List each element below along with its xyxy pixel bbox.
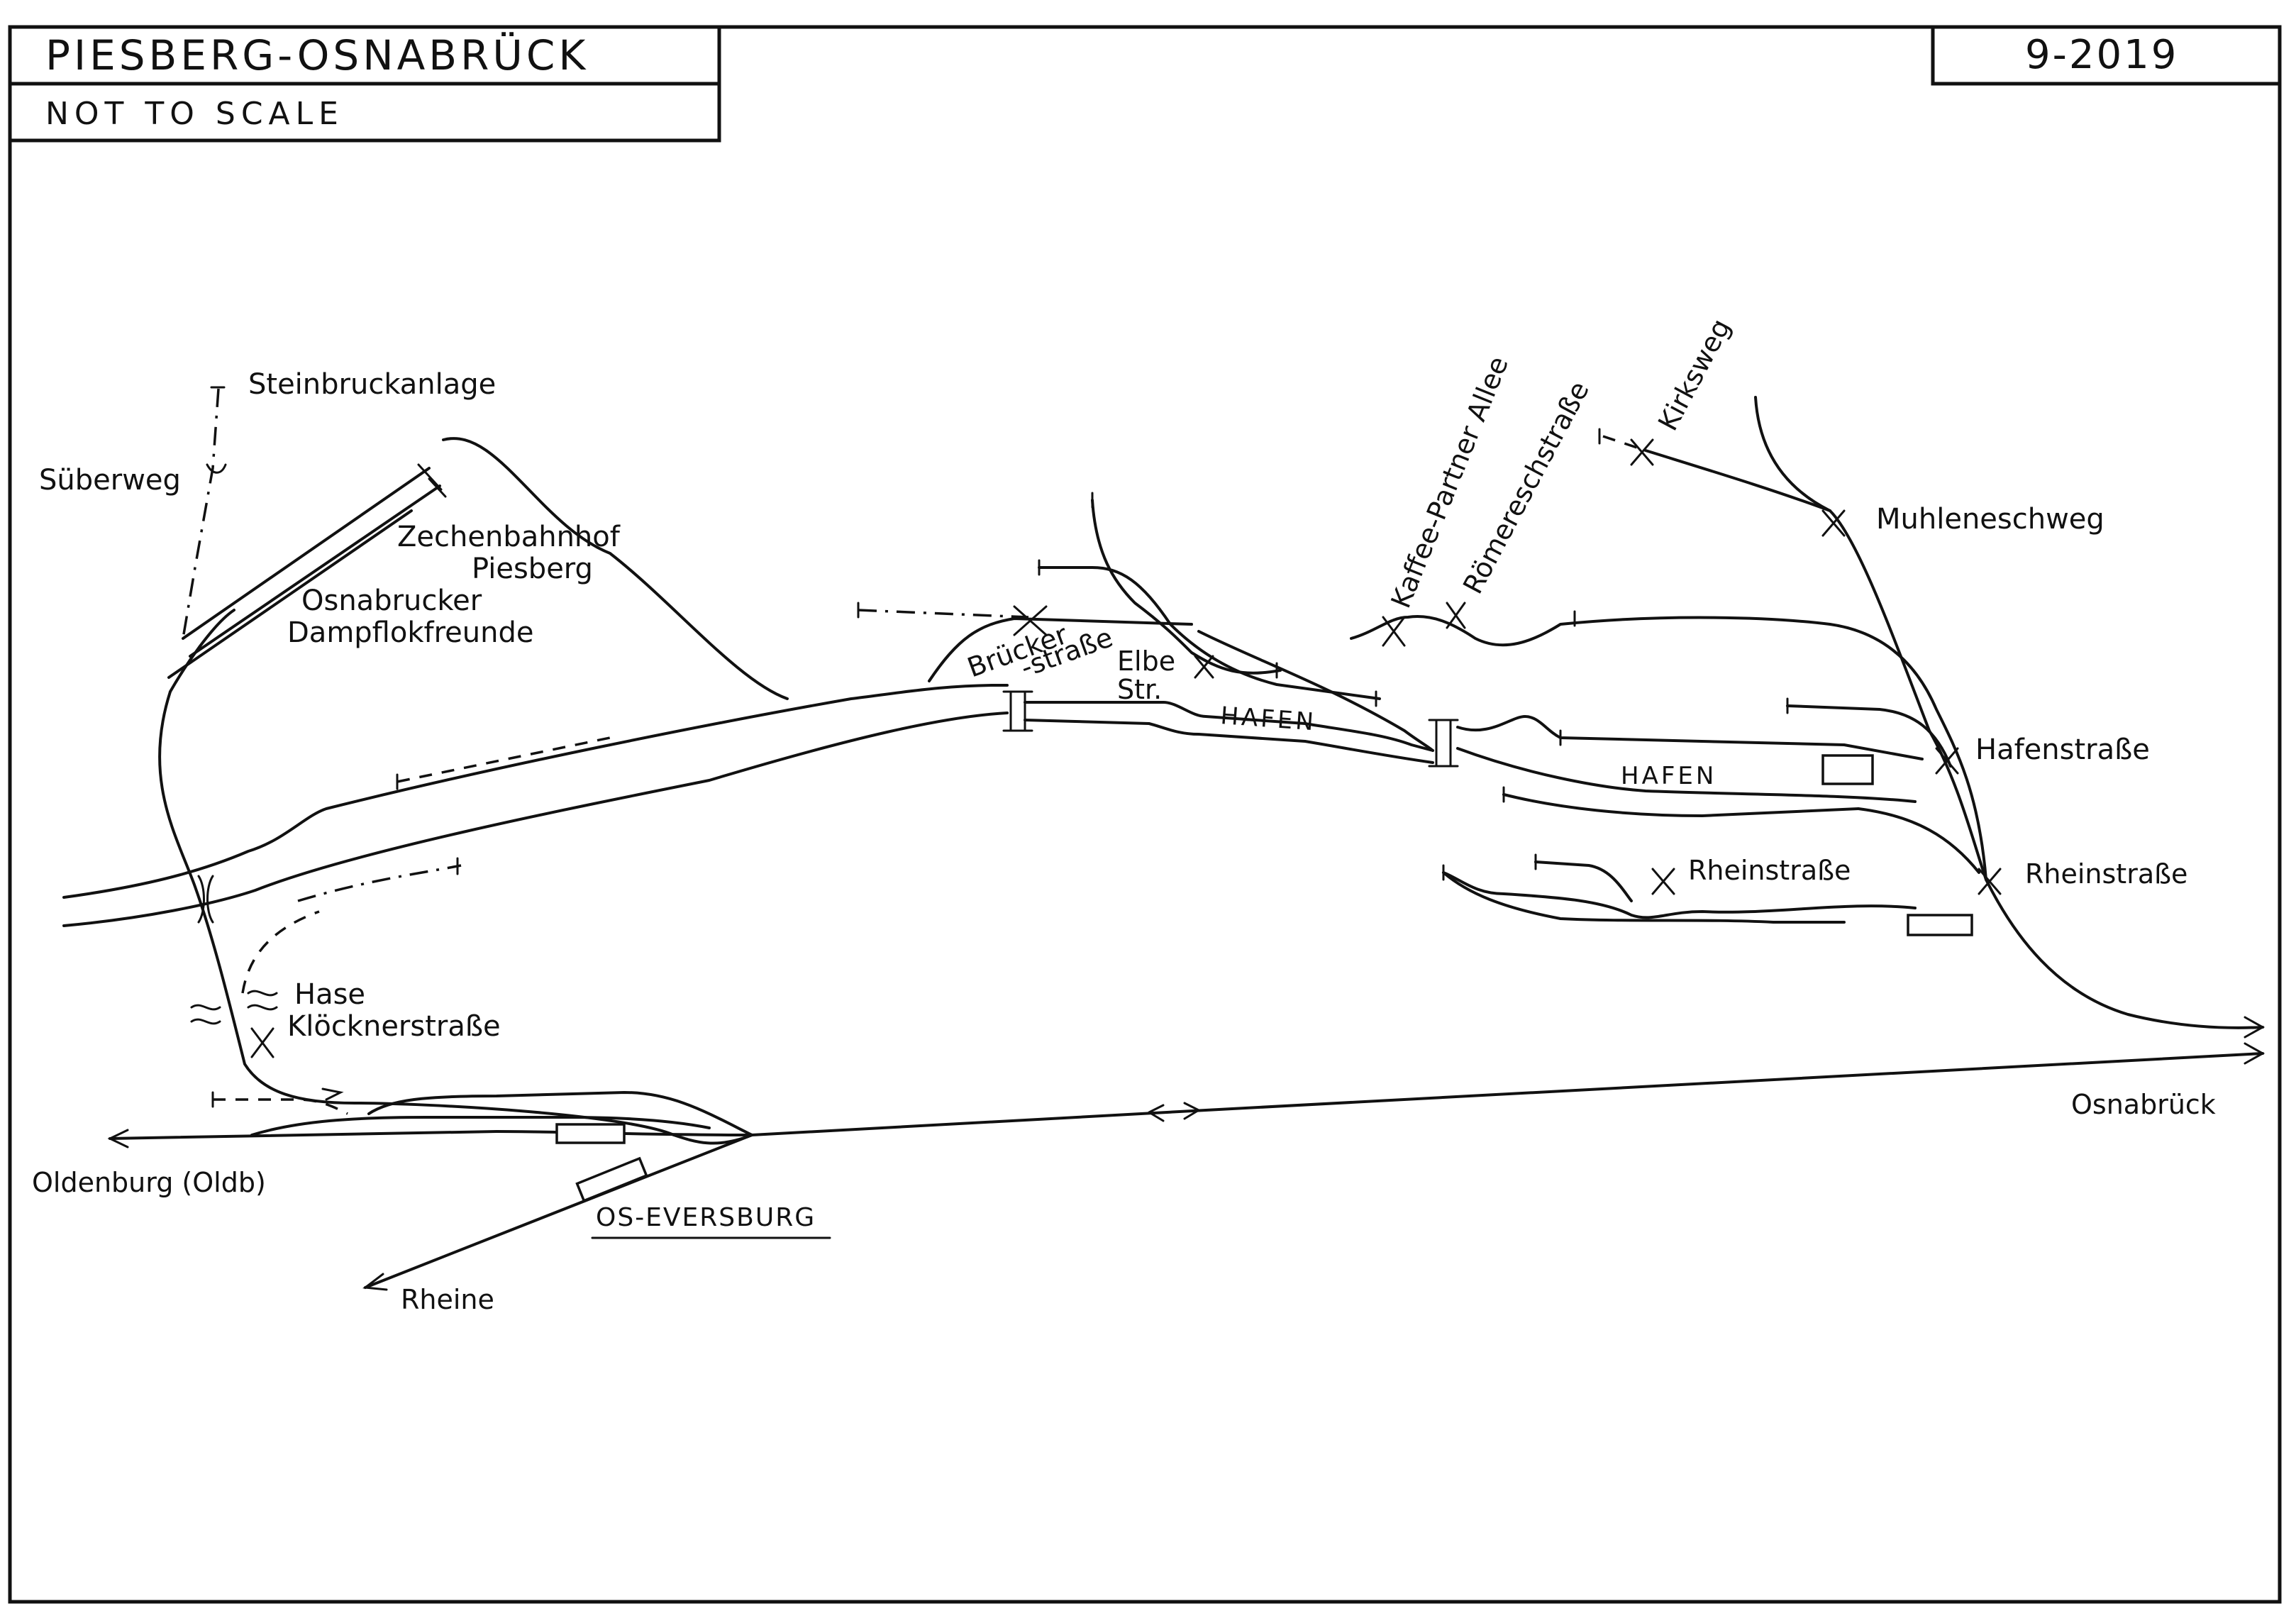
hafen-east-merge xyxy=(1857,807,1980,874)
kaffee-partner-crossing xyxy=(1382,616,1406,647)
eversburg-loop-1 xyxy=(250,1116,711,1136)
label-dampflokfreunde: Dampflokfreunde xyxy=(287,616,533,649)
label-osnabruck: Osnabrück xyxy=(2071,1089,2216,1120)
hafen-east-ends xyxy=(1502,729,1562,803)
kirksweg-track xyxy=(1644,449,1831,512)
north-spur-1 xyxy=(1091,499,1282,675)
mainline-north-rail xyxy=(62,683,1009,899)
page-frame xyxy=(8,25,2282,1604)
rheinstrasse-building xyxy=(1907,914,1973,936)
spur-end-marks xyxy=(1038,492,1377,707)
eversburg-building-2 xyxy=(575,1156,648,1202)
label-oldenburg: Oldenburg (Oldb) xyxy=(32,1167,266,1198)
osnabruck-line-north xyxy=(1829,509,2264,1029)
eversburg-loop-2 xyxy=(367,1091,753,1136)
bridge-hafen-east xyxy=(1428,719,1459,768)
bridge-brucker xyxy=(1002,690,1033,732)
siding-end-marks xyxy=(417,463,447,498)
label-os-eversburg: OS-EVERSBURG xyxy=(596,1203,816,1232)
label-rheine: Rheine xyxy=(401,1284,494,1315)
hafen-west-track-lower xyxy=(1024,719,1434,764)
kirksweg-crossing xyxy=(1630,438,1654,466)
hase-branch-dashdot xyxy=(297,864,462,902)
hafen-west-approach xyxy=(1197,630,1434,752)
elbestrasse-crossing xyxy=(1194,655,1214,679)
muhleneschweg-branch xyxy=(1754,396,1831,512)
zechenbahnhof-track-1 xyxy=(182,467,431,640)
eversburg-arrow xyxy=(321,1087,344,1101)
river-hase-symbol xyxy=(190,1004,221,1025)
scale-note: NOT TO SCALE xyxy=(45,96,344,132)
rheinstrasse-track-2 xyxy=(1442,871,1846,924)
suberweg-crossing xyxy=(206,386,227,474)
rheinstrasse-track-1 xyxy=(1442,871,1917,919)
date-box xyxy=(1931,25,2282,86)
brucker-hump-track xyxy=(928,617,1193,682)
mainline-south-rail xyxy=(62,712,1009,927)
label-zechenbahnhof: Zechenbahnhof xyxy=(397,521,621,553)
label-elbe-str: Str. xyxy=(1117,674,1162,705)
rheinstrasse-ends xyxy=(1442,853,1537,881)
brucker-spur-dashdot xyxy=(858,609,1029,619)
rome-line-merge xyxy=(1829,623,1987,881)
label-hafen-east: HAFEN xyxy=(1621,762,1717,790)
bruckerstrasse-crossing xyxy=(1013,605,1048,636)
map-title: PIESBERG-OSNABRÜCK xyxy=(45,31,589,79)
hafen-east-track-3 xyxy=(1502,793,1860,817)
label-rheinstrasse-west: Rheinstraße xyxy=(1688,855,1851,886)
line-to-rheine xyxy=(364,1134,753,1289)
quarry-branch-track xyxy=(169,609,235,693)
hafenstrasse-siding xyxy=(1786,704,1952,768)
eversburg-building-1 xyxy=(555,1123,626,1144)
date-block: 9-2019 xyxy=(1931,25,2282,86)
rome-line-north xyxy=(1350,615,1831,647)
arrow-osnabruck-south xyxy=(2244,1042,2266,1065)
hafen-building xyxy=(1821,754,1874,785)
klocknerstrasse-crossing xyxy=(250,1027,274,1058)
electrification-boundary xyxy=(1148,1102,1200,1122)
map-date: 9-2019 xyxy=(2025,32,2178,78)
mainline-oldenburg-osnabruck xyxy=(109,1052,2264,1140)
scale-box xyxy=(8,82,721,143)
romereschstrasse-crossing xyxy=(1446,602,1466,629)
dampflok-track xyxy=(167,509,413,679)
label-rheinstrasse-east: Rheinstraße xyxy=(2025,858,2187,890)
muhleneschweg-crossing xyxy=(1821,509,1846,537)
label-piesberg: Piesberg xyxy=(472,553,593,585)
label-kirksweg: Kirksweg xyxy=(1652,314,1736,436)
label-klocknerstrasse: Klöcknerstraße xyxy=(287,1010,501,1043)
label-hafenstrasse: Hafenstraße xyxy=(1975,733,2150,766)
label-suberweg: Süberweg xyxy=(39,464,181,497)
hafen-east-track-2 xyxy=(1456,747,1917,803)
kirksweg-dashed xyxy=(1602,435,1646,452)
label-hase: Hase xyxy=(294,978,365,1011)
arrow-oldenburg xyxy=(107,1129,129,1148)
arrow-rheine xyxy=(362,1273,388,1291)
label-elbe: Elbe xyxy=(1117,646,1175,677)
hafen-west-track-upper xyxy=(1024,701,1434,752)
rheinstrasse-siding xyxy=(1534,860,1633,902)
river-hase-symbol-2 xyxy=(247,990,278,1011)
piesberg-main-loop xyxy=(158,690,753,1145)
arrow-osnabruck-north xyxy=(2244,1016,2266,1039)
title-block: PIESBERG-OSNABRÜCK NOT TO SCALE xyxy=(8,25,721,143)
hafen-east-track-1 xyxy=(1456,715,1924,760)
label-osnabrucker: Osnabrucker xyxy=(301,585,482,617)
rheinstrasse-crossing-west xyxy=(1651,868,1675,895)
label-steinbruckanlage: Steinbruckanlage xyxy=(248,368,496,401)
north-spur-2 xyxy=(1038,566,1381,700)
label-hafen-west: HAFEN xyxy=(1219,702,1317,736)
hafenstrasse-crossing xyxy=(1935,747,1959,775)
abandoned-siding-west xyxy=(396,736,611,783)
suberweg-path xyxy=(182,388,220,639)
piesberg-hill-outline xyxy=(442,437,789,700)
bridge-mainline-west xyxy=(197,875,214,924)
rheinstrasse-crossing-east xyxy=(1978,868,2002,895)
zechenbahnhof-track-2 xyxy=(189,485,441,658)
hase-connector-dashed xyxy=(241,910,320,994)
label-muhleneschweg: Muhleneschweg xyxy=(1876,503,2104,536)
